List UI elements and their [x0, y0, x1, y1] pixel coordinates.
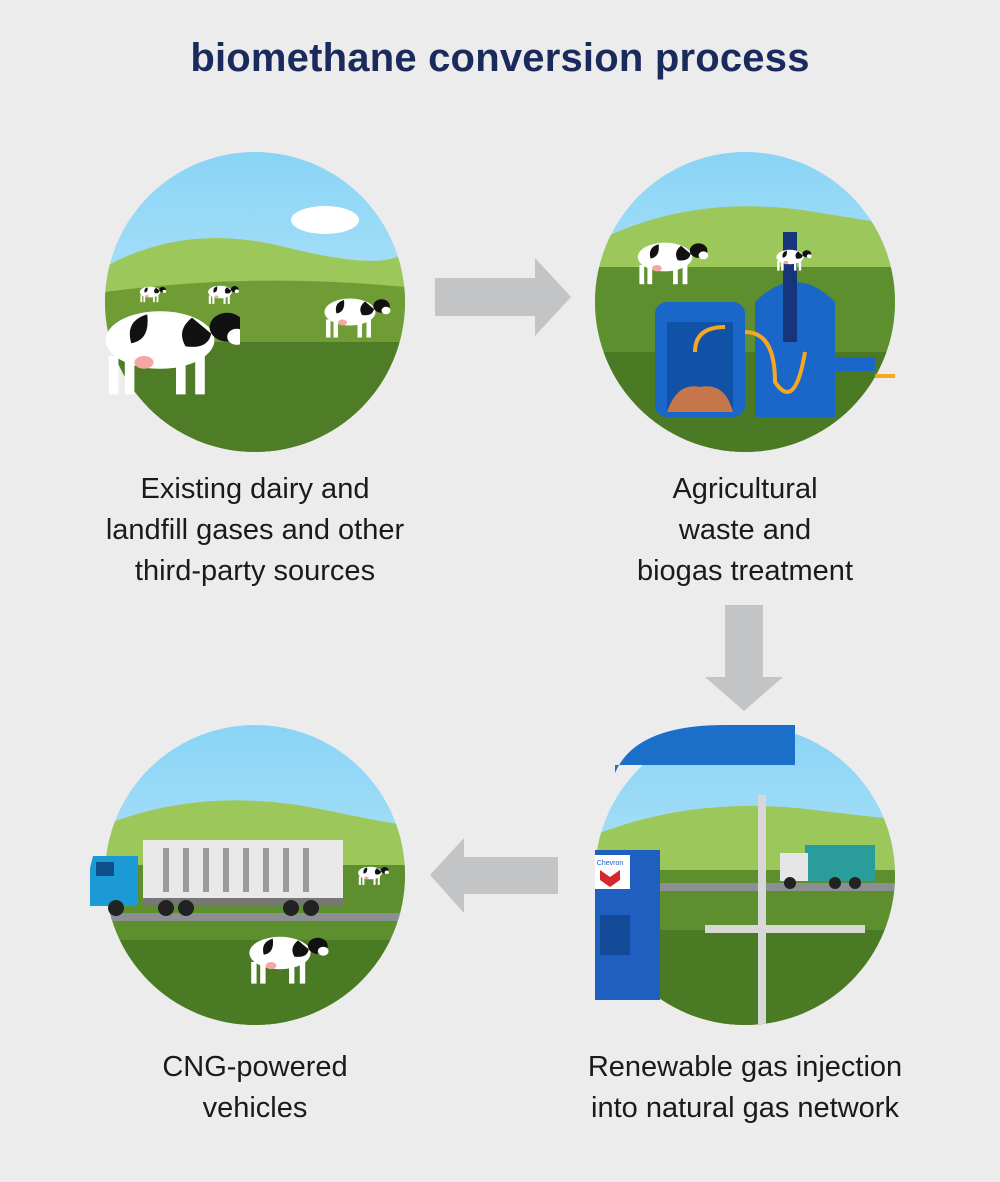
arrow-down-icon: [705, 605, 783, 711]
caption-step-2: Agricultural waste and biogas treatment: [535, 469, 955, 592]
caption-line: into natural gas network: [591, 1092, 899, 1124]
cng-truck-icon: [90, 840, 343, 916]
caption-line: vehicles: [202, 1092, 308, 1124]
diagram-title: biomethane conversion process: [190, 36, 810, 80]
gas-station-scene: Chevron: [595, 725, 895, 1025]
caption-line: third-party sources: [134, 555, 376, 587]
caption-line: landfill gases and other: [105, 514, 405, 546]
caption-line: Renewable gas injection: [587, 1051, 903, 1083]
canopy: [615, 725, 795, 773]
cloud-icon: [291, 206, 359, 234]
biogas-digester-scene: [595, 152, 895, 452]
caption-line: Agricultural: [672, 473, 818, 505]
caption-line: Existing dairy and: [140, 473, 370, 505]
chevron-logo: Chevron: [597, 860, 624, 867]
arrow-right-icon: [435, 258, 571, 336]
large-cow-icon: [105, 311, 240, 395]
caption-step-4: CNG-powered vehicles: [45, 1047, 465, 1129]
caption-line: biogas treatment: [636, 555, 853, 587]
caption-step-3: Renewable gas injection into natural gas…: [535, 1047, 955, 1129]
arrow-left-icon: [430, 838, 558, 913]
caption-line: CNG-powered: [162, 1051, 348, 1083]
caption-line: waste and: [678, 514, 812, 546]
caption-step-1: Existing dairy and landfill gases and ot…: [45, 469, 465, 592]
